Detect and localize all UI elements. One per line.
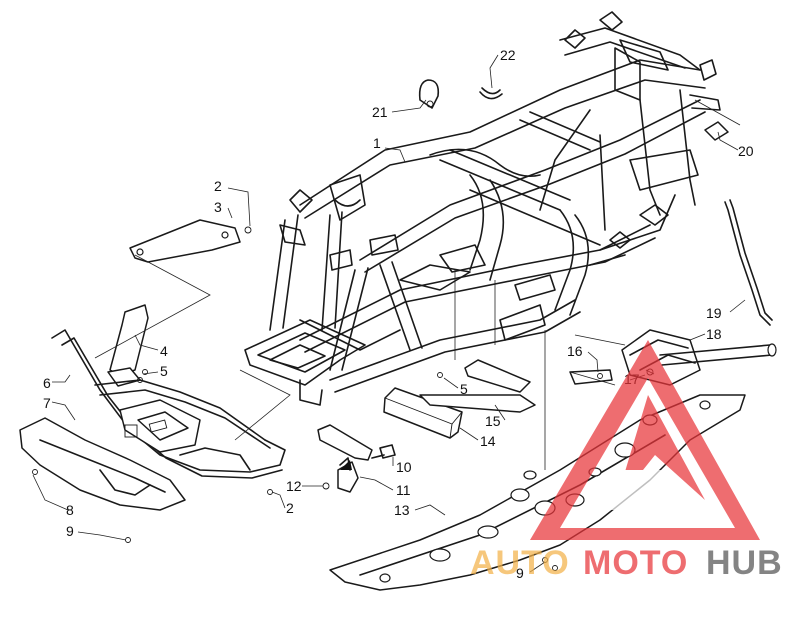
callout-2-bottom: 2 <box>286 500 294 516</box>
watermark-text-moto: MOTO <box>583 544 688 582</box>
watermark-text-auto: AUTO <box>470 544 570 582</box>
callout-5-mid: 5 <box>460 381 468 397</box>
part-3-bracket <box>129 219 252 263</box>
callout-4: 4 <box>160 343 168 359</box>
callout-8: 8 <box>66 502 74 518</box>
callout-21: 21 <box>372 104 388 120</box>
callout-5-left: 5 <box>160 363 168 379</box>
part-21-clamp <box>418 79 440 109</box>
part-7-skid-plate <box>19 417 186 543</box>
callout-9-bottom: 9 <box>516 565 524 581</box>
callout-14: 14 <box>480 433 496 449</box>
callout-1: 1 <box>373 135 381 151</box>
callout-20: 20 <box>738 143 754 159</box>
callout-3: 3 <box>214 199 222 215</box>
part-20-pad <box>704 121 729 141</box>
part-15-bar <box>464 359 531 393</box>
callout-16: 16 <box>567 343 583 359</box>
callout-19: 19 <box>706 305 722 321</box>
callout-15: 15 <box>485 413 501 429</box>
part-10-11-12-hardware <box>317 424 396 493</box>
callout-12: 12 <box>286 478 302 494</box>
callout-18: 18 <box>706 326 722 342</box>
callout-7: 7 <box>43 395 51 411</box>
part-6-front-bumper <box>51 329 286 479</box>
main-frame <box>244 11 721 406</box>
callout-10: 10 <box>396 459 412 475</box>
callout-11: 11 <box>396 482 411 498</box>
watermark-triangle-icon <box>530 340 760 540</box>
part-19-rod <box>724 201 771 326</box>
callout-labels: 1 2 3 4 5 5 6 7 8 9 2 10 11 12 13 14 15 … <box>43 47 754 581</box>
callout-9-left: 9 <box>66 523 74 539</box>
callout-6: 6 <box>43 375 51 391</box>
part-22-clamp <box>479 87 503 100</box>
watermark-logo: AUTO MOTO HUB <box>470 340 783 582</box>
watermark-text-hub: HUB <box>706 544 783 582</box>
callout-2-top: 2 <box>214 178 222 194</box>
callout-13: 13 <box>394 502 410 518</box>
callout-22: 22 <box>500 47 516 63</box>
